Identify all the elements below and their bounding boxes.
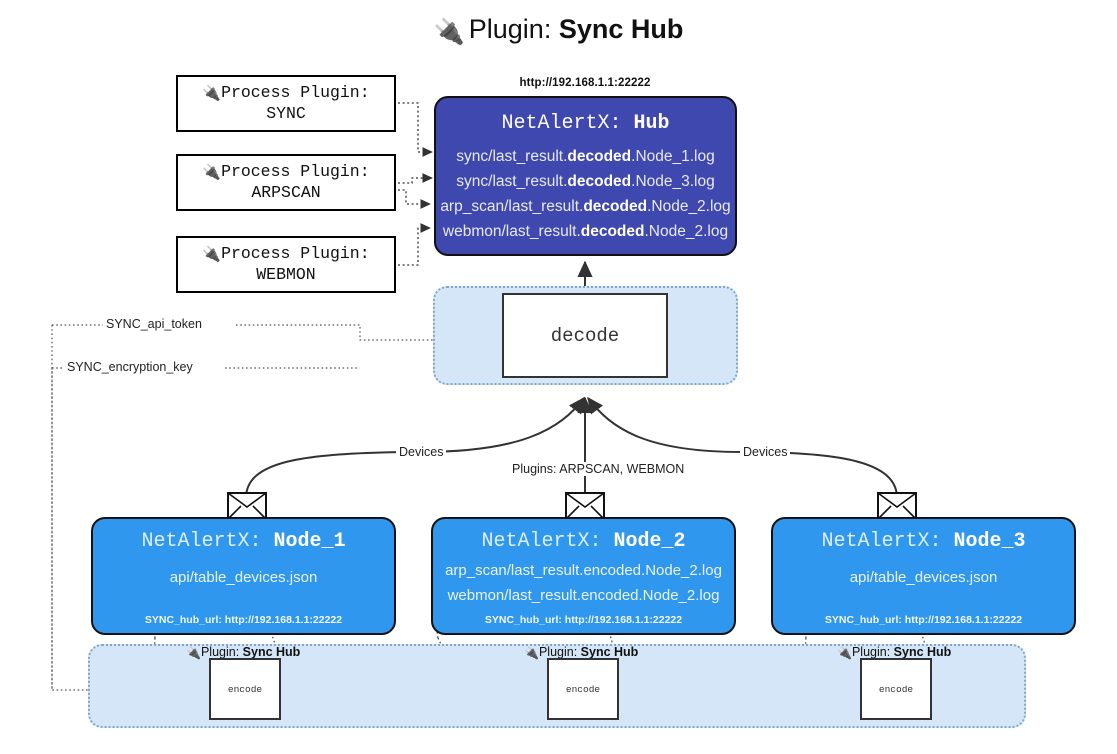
hub-log-mid: decoded (567, 173, 632, 190)
node-card-2[interactable]: NetAlertX: Node_2 arp_scan/last_result.e… (431, 517, 736, 635)
hub-title: NetAlertX: Hub (436, 112, 735, 135)
plug-icon: 🔌 (202, 83, 222, 102)
hub-title-prefix: NetAlertX: (501, 112, 634, 135)
encode-box-2[interactable]: encode (547, 658, 619, 720)
plug-icon: 🔌 (524, 646, 539, 660)
node-line: api/table_devices.json (849, 569, 998, 586)
hub-title-name: Hub (633, 112, 670, 135)
process-plugin-label: Process Plugin: (221, 82, 370, 102)
hub-log-mid: decoded (567, 148, 632, 165)
plug-icon: 🔌 (186, 646, 201, 660)
encoder-plugin-label-2: 🔌Plugin: Sync Hub (524, 645, 638, 660)
hub-card[interactable]: NetAlertX: Hub sync/last_result.decoded.… (434, 96, 737, 256)
encoder-plugin-name: Sync Hub (580, 645, 639, 659)
encoder-plugin-prefix: Plugin: (200, 645, 243, 659)
edge-label-devices-right: Devices (740, 445, 791, 459)
edge-label-plugins: Plugins: ARPSCAN, WEBMON (509, 462, 688, 476)
edge-label-devices-left: Devices (396, 445, 447, 459)
hub-log-post: .Node_3.log (631, 173, 715, 190)
hub-log-line: sync/last_result.decoded.Node_3.log (436, 169, 735, 194)
encoder-plugin-name: Sync Hub (893, 645, 952, 659)
process-plugin-label: Process Plugin: (221, 161, 370, 181)
process-plugin-webmon[interactable]: 🔌Process Plugin: WEBMON (176, 236, 396, 293)
hub-log-pre: sync/last_result. (456, 173, 568, 190)
plug-icon: 🔌 (202, 244, 222, 263)
plug-icon: 🔌 (837, 646, 852, 660)
hub-log-line: webmon/last_result.decoded.Node_2.log (436, 219, 735, 244)
process-plugin-arpscan[interactable]: 🔌Process Plugin: ARPSCAN (176, 154, 396, 211)
node-title-prefix: NetAlertX: (481, 530, 614, 553)
node-line: webmon/last_result.encoded.Node_2.log (447, 587, 720, 604)
node-title-name: Node_1 (273, 530, 346, 553)
sync-encryption-key-label: SYNC_encryption_key (64, 360, 196, 374)
plug-icon: 🔌 (433, 18, 465, 46)
encoder-plugin-label-3: 🔌Plugin: Sync Hub (837, 645, 951, 660)
process-plugin-name: ARPSCAN (251, 182, 321, 202)
process-plugin-label: Process Plugin: (221, 243, 370, 263)
plug-icon: 🔌 (202, 162, 222, 181)
hub-log-pre: webmon/last_result. (442, 223, 581, 240)
node-title-prefix: NetAlertX: (141, 530, 274, 553)
node-hub-url: SYNC_hub_url: http://192.168.1.1:22222 (144, 614, 343, 626)
process-plugin-name: SYNC (266, 103, 306, 123)
node-line: api/table_devices.json (169, 569, 318, 586)
envelope-icon (565, 492, 605, 525)
hub-log-post: .Node_2.log (647, 198, 731, 215)
node-title: NetAlertX: Node_2 (433, 530, 734, 553)
node-title: NetAlertX: Node_1 (93, 530, 394, 553)
envelope-icon (877, 492, 917, 525)
node-line: arp_scan/last_result.encoded.Node_2.log (445, 562, 722, 579)
page-title-prefix: Plugin: (468, 14, 559, 44)
encoder-plugin-prefix: Plugin: (851, 645, 894, 659)
encoder-plugin-name: Sync Hub (242, 645, 301, 659)
hub-log-pre: arp_scan/last_result. (440, 198, 584, 215)
node-title-name: Node_2 (613, 530, 686, 553)
decode-box[interactable]: decode (502, 293, 668, 378)
page-title: 🔌Plugin: Sync Hub (0, 14, 1117, 47)
hub-log-post: .Node_1.log (631, 148, 715, 165)
sync-api-token-label: SYNC_api_token (103, 317, 205, 331)
page-title-name: Sync Hub (558, 14, 684, 44)
process-plugin-name: WEBMON (256, 264, 316, 284)
encode-box-3[interactable]: encode (860, 658, 932, 720)
node-title: NetAlertX: Node_3 (773, 530, 1074, 553)
encode-box-1[interactable]: encode (209, 658, 281, 720)
hub-log-mid: decoded (580, 223, 645, 240)
node-card-3[interactable]: NetAlertX: Node_3 api/table_devices.json… (771, 517, 1076, 635)
hub-url-label: http://192.168.1.1:22222 (519, 77, 651, 89)
hub-log-line: arp_scan/last_result.decoded.Node_2.log (436, 194, 735, 219)
hub-log-post: .Node_2.log (644, 223, 729, 240)
node-hub-url: SYNC_hub_url: http://192.168.1.1:22222 (824, 614, 1023, 626)
node-card-1[interactable]: NetAlertX: Node_1 api/table_devices.json… (91, 517, 396, 635)
node-hub-url: SYNC_hub_url: http://192.168.1.1:22222 (484, 614, 683, 626)
envelope-icon (227, 492, 267, 525)
node-title-prefix: NetAlertX: (821, 530, 954, 553)
node-title-name: Node_3 (953, 530, 1026, 553)
hub-log-pre: sync/last_result. (456, 148, 568, 165)
encoder-plugin-label-1: 🔌Plugin: Sync Hub (186, 645, 300, 660)
hub-log-line: sync/last_result.decoded.Node_1.log (436, 144, 735, 169)
process-plugin-sync[interactable]: 🔌Process Plugin: SYNC (176, 75, 396, 132)
encoder-plugin-prefix: Plugin: (538, 645, 581, 659)
hub-log-mid: decoded (583, 198, 648, 215)
